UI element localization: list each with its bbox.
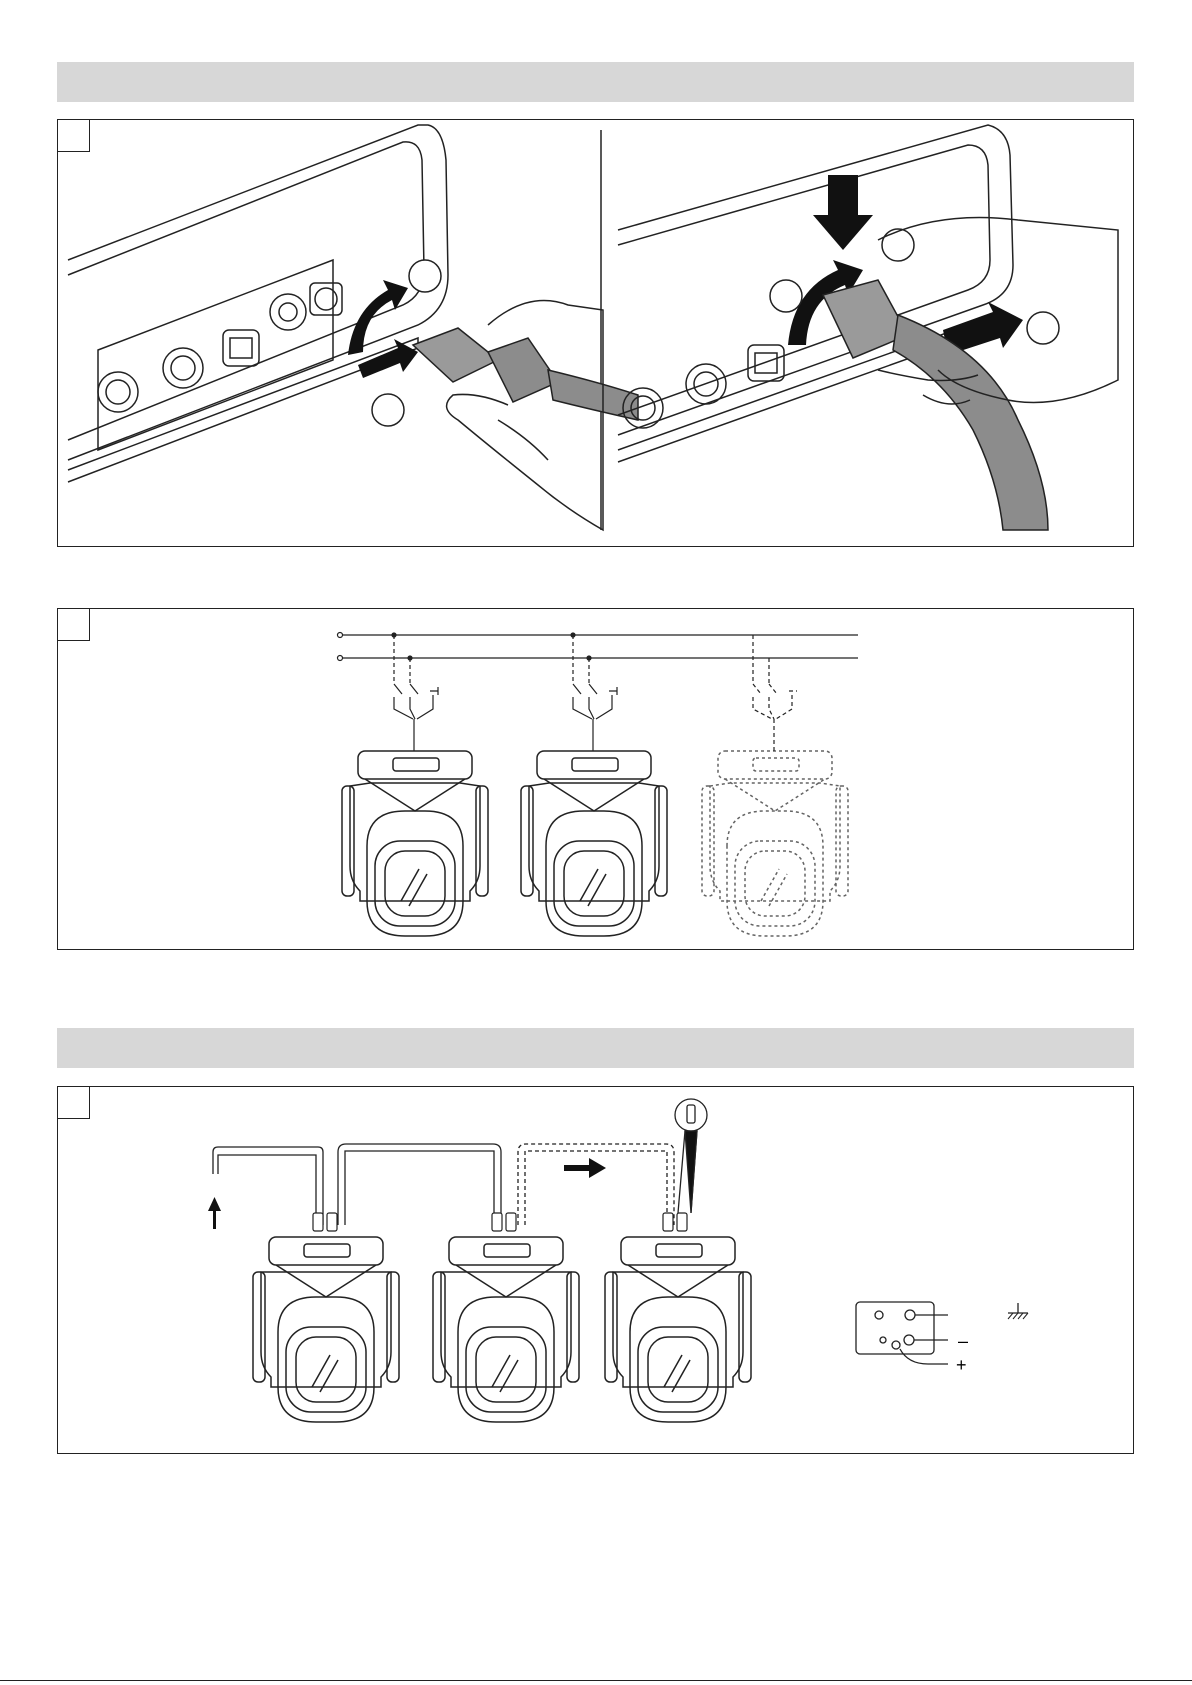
mains-bus [338, 633, 859, 661]
fixture-1 [342, 751, 488, 936]
mains-drop-2 [571, 633, 617, 751]
section-header-bar [57, 62, 1134, 102]
mains-wiring-diagram [58, 609, 1135, 951]
section-header-bar [57, 1028, 1134, 1068]
panel-dmx-chain: – + [57, 1086, 1134, 1454]
hand-left [447, 301, 603, 531]
dmx-direction-arrow [564, 1158, 606, 1178]
socket-row-right [623, 345, 784, 428]
fixture-3 [605, 1237, 751, 1422]
fixture-3 [702, 751, 848, 936]
fixture-2 [433, 1237, 579, 1422]
dmx-cable-link-1 [338, 1144, 501, 1225]
dmx-chain-diagram: – + [58, 1087, 1135, 1455]
pin-minus-label: – [958, 1331, 968, 1351]
pin-plus-label: + [956, 1355, 967, 1375]
panel-power-connector [57, 119, 1134, 547]
fixture-1 [253, 1237, 399, 1422]
socket-row-left [98, 283, 342, 412]
dmx-cable-in [213, 1147, 323, 1225]
dmx-input-arrow [208, 1197, 221, 1229]
fixture-2 [521, 751, 667, 936]
power-connector-illustration [58, 120, 1135, 548]
dmx-terminator [675, 1099, 707, 1213]
xlr-plugs [313, 1213, 687, 1231]
dmx-cable-link-2 [518, 1144, 674, 1225]
panel-mains-wiring [57, 608, 1134, 950]
mains-drop-3 [753, 635, 797, 751]
xlr-pinout [856, 1302, 1028, 1364]
device-housing-left [68, 125, 448, 482]
page-footer-rule [0, 1680, 1192, 1681]
mains-drop-1 [392, 633, 438, 751]
